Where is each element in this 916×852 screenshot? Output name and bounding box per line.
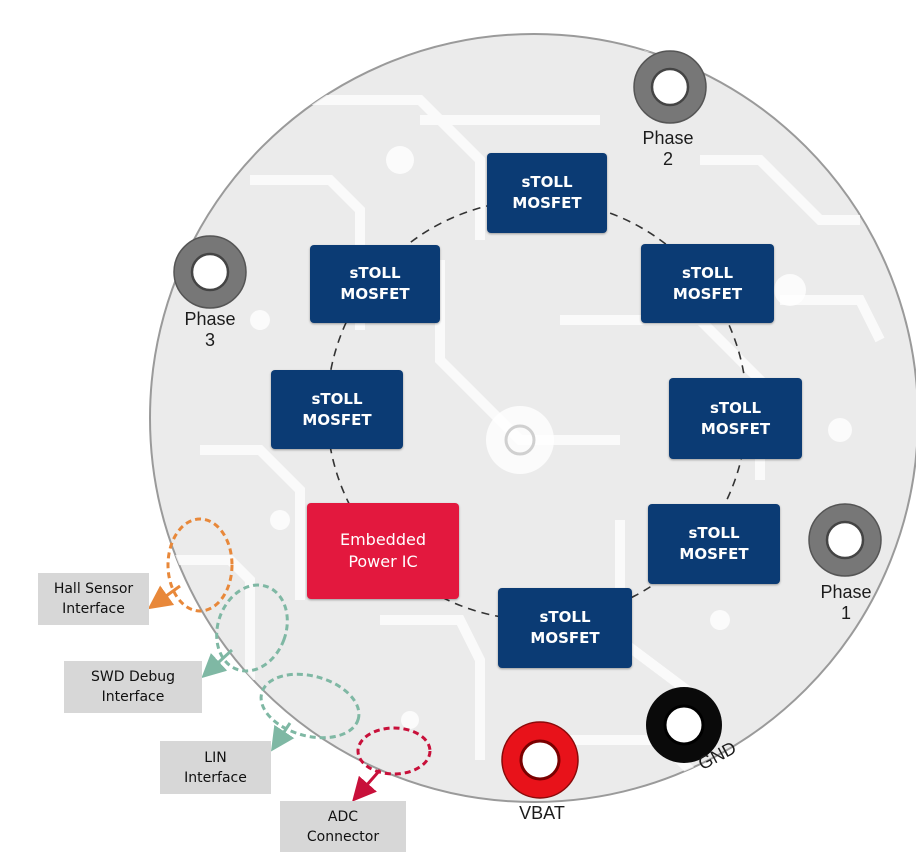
mosfet-label-line2: MOSFET: [512, 194, 582, 212]
power-ic-label-line1: Embedded: [339, 530, 426, 549]
mosfet-left: sTOLL MOSFET: [271, 370, 403, 449]
lin-label-line1: LIN: [204, 749, 227, 766]
mosfet-label-line1: sTOLL: [688, 524, 740, 542]
hall-label-line2: Interface: [62, 601, 125, 617]
vbat-label: VBAT: [519, 803, 565, 823]
mosfet-label-line2: MOSFET: [302, 410, 372, 429]
mosfet-bottom: sTOLL MOSFET: [498, 588, 632, 668]
swd-arrow: [201, 648, 234, 679]
hall-sensor-interface-box: Hall Sensor Interface: [38, 573, 149, 625]
phase1-label-line2: 1: [840, 603, 851, 623]
mosfet-label-line1: sTOLL: [349, 264, 401, 282]
adc-arrow: [352, 769, 382, 802]
adc-label-line2: Connector: [306, 828, 380, 845]
mosfet-upper-left: sTOLL MOSFET: [310, 245, 440, 323]
phase3-label-line2: 3: [204, 330, 215, 350]
phase1-label-line1: Phase: [820, 582, 872, 602]
phase2-label-line2: 2: [662, 149, 673, 169]
hall-region: [166, 517, 234, 613]
mosfet-label-line1: sTOLL: [681, 263, 734, 282]
adc-label-line1: ADC: [327, 808, 359, 825]
mosfet-upper-right: sTOLL MOSFET: [641, 244, 774, 323]
mosfet-label-line1: sTOLL: [521, 173, 573, 191]
power-ic-label-line2: Power IC: [348, 552, 418, 571]
hall-arrow: [147, 584, 181, 610]
phase3-terminal[interactable]: [173, 235, 247, 309]
phase1-terminal[interactable]: [808, 503, 882, 577]
phase2-label-line1: Phase: [642, 128, 694, 148]
mosfet-label-line1: sTOLL: [709, 398, 762, 417]
lin-interface-box: LIN Interface: [160, 741, 271, 794]
center-pad: [504, 424, 536, 456]
adc-connector-box: ADC Connector: [280, 801, 406, 852]
embedded-power-ic: Embedded Power IC: [307, 503, 459, 599]
hall-label-line1: Hall Sensor: [53, 581, 134, 597]
gnd-terminal[interactable]: [646, 687, 722, 763]
lin-label-line2: Interface: [184, 769, 247, 786]
mosfet-label-line2: MOSFET: [700, 419, 771, 438]
lin-region: [259, 672, 361, 740]
pcb-pads: [250, 34, 852, 729]
swd-region: [215, 583, 289, 673]
phase2-label: Phase 2: [628, 128, 708, 170]
mosfet-label-line2: MOSFET: [530, 629, 600, 647]
mosfet-label-line2: MOSFET: [679, 545, 749, 563]
mosfet-label-line2: MOSFET: [340, 285, 410, 303]
lin-arrow: [271, 722, 295, 752]
mosfet-right: sTOLL MOSFET: [669, 378, 802, 459]
phase3-label: Phase 3: [170, 309, 250, 351]
mosfet-label-line1: sTOLL: [539, 608, 591, 626]
phase1-label: Phase 1: [806, 582, 886, 624]
mosfet-top: sTOLL MOSFET: [487, 153, 607, 233]
mosfet-lower-right: sTOLL MOSFET: [648, 504, 780, 584]
swd-label-line2: Interface: [101, 689, 165, 705]
adc-region: [356, 726, 432, 776]
phase2-terminal[interactable]: [633, 50, 707, 124]
phase3-label-line1: Phase: [184, 309, 236, 329]
mosfet-label-line1: sTOLL: [311, 389, 363, 408]
mosfet-label-line2: MOSFET: [672, 284, 743, 303]
swd-debug-interface-box: SWD Debug Interface: [64, 661, 202, 713]
swd-label-line1: SWD Debug: [91, 669, 175, 685]
vbat-terminal[interactable]: [501, 721, 579, 799]
